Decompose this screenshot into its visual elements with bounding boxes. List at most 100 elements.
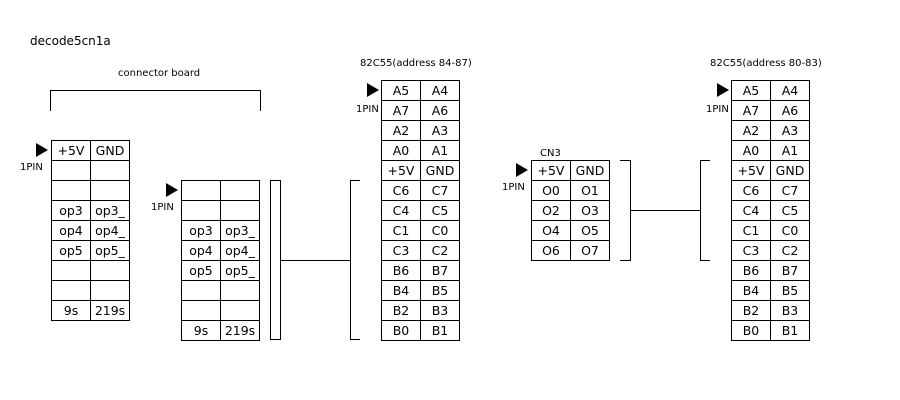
pin-cell: B3 (770, 300, 810, 321)
pin-cell: op5 (181, 260, 221, 281)
pin-cell: B1 (420, 320, 460, 341)
pin-cell: B7 (770, 260, 810, 281)
pin1-marker-icon (367, 83, 379, 97)
pin-cell (181, 180, 221, 201)
cable-bracket (270, 180, 280, 181)
pin1-label: 1PIN (356, 104, 379, 115)
pin-cell: C3 (731, 240, 771, 261)
connector-board-label: connector board (118, 68, 201, 79)
pin-cell: +5V (51, 140, 91, 161)
pin-cell: B6 (731, 260, 771, 281)
pin-cell: C7 (420, 180, 460, 201)
cable-bracket-left-edge (270, 180, 271, 340)
pin-cell: B6 (381, 260, 421, 281)
pin-cell: C6 (731, 180, 771, 201)
cable-bracket (700, 260, 710, 261)
pin-cell (220, 300, 260, 321)
cable-bracket (350, 180, 360, 181)
pin-cell (90, 280, 130, 301)
pin-cell: op5_ (90, 240, 130, 261)
cable-bracket (620, 260, 630, 261)
pin-cell: C3 (381, 240, 421, 261)
pin-cell: +5V (531, 160, 571, 181)
pin-cell: A3 (770, 120, 810, 141)
pin-cell: B0 (731, 320, 771, 341)
connector-board-bracket-right (260, 90, 261, 111)
pin1-label: 1PIN (151, 202, 174, 213)
pin-cell: A2 (731, 120, 771, 141)
ppi-84-label: 82C55(address 84-87) (360, 58, 472, 69)
pin-cell: 219s (90, 300, 130, 321)
pin-cell: 9s (51, 300, 91, 321)
cable-line (630, 210, 700, 211)
cable-bracket (270, 339, 280, 340)
pin-cell: A0 (731, 140, 771, 161)
pin-cell: O2 (531, 200, 571, 221)
pin-row (181, 280, 260, 301)
pin-cell (220, 200, 260, 221)
pin1-label: 1PIN (502, 182, 525, 193)
cable-bracket (700, 160, 710, 161)
pin-cell: C6 (381, 180, 421, 201)
pin-cell: GND (770, 160, 810, 181)
pin-cell: C4 (731, 200, 771, 221)
pin-cell (181, 280, 221, 301)
pin-cell: op4_ (220, 240, 260, 261)
pin-cell: C5 (420, 200, 460, 221)
pin-cell: B5 (420, 280, 460, 301)
pin-cell: +5V (731, 160, 771, 181)
pin-cell: C0 (420, 220, 460, 241)
pin1-label: 1PIN (20, 162, 43, 173)
pin1-marker-icon (717, 83, 729, 97)
pin-row (181, 180, 260, 201)
pin-row (51, 280, 130, 301)
pin-cell: C5 (770, 200, 810, 221)
pin-cell: op4 (181, 240, 221, 261)
pin-cell: op4_ (90, 220, 130, 241)
pin-cell: A4 (770, 80, 810, 101)
pin-row (51, 180, 130, 201)
pin-cell (51, 260, 91, 281)
pin-cell: O6 (531, 240, 571, 261)
pin-cell: A5 (731, 80, 771, 101)
pin-cell: B4 (381, 280, 421, 301)
connector-board-bracket (50, 90, 261, 91)
connector-board-bracket-left (50, 90, 51, 111)
pin-cell: A6 (770, 100, 810, 121)
cable-bracket (620, 160, 630, 161)
pin-cell: 9s (181, 320, 221, 341)
pin-cell (220, 180, 260, 201)
pin-cell: B0 (381, 320, 421, 341)
pin-cell: C1 (731, 220, 771, 241)
pin-cell: C7 (770, 180, 810, 201)
pin-cell: A7 (731, 100, 771, 121)
pin-cell: op3_ (90, 200, 130, 221)
pin-cell (181, 300, 221, 321)
pin-cell: C4 (381, 200, 421, 221)
